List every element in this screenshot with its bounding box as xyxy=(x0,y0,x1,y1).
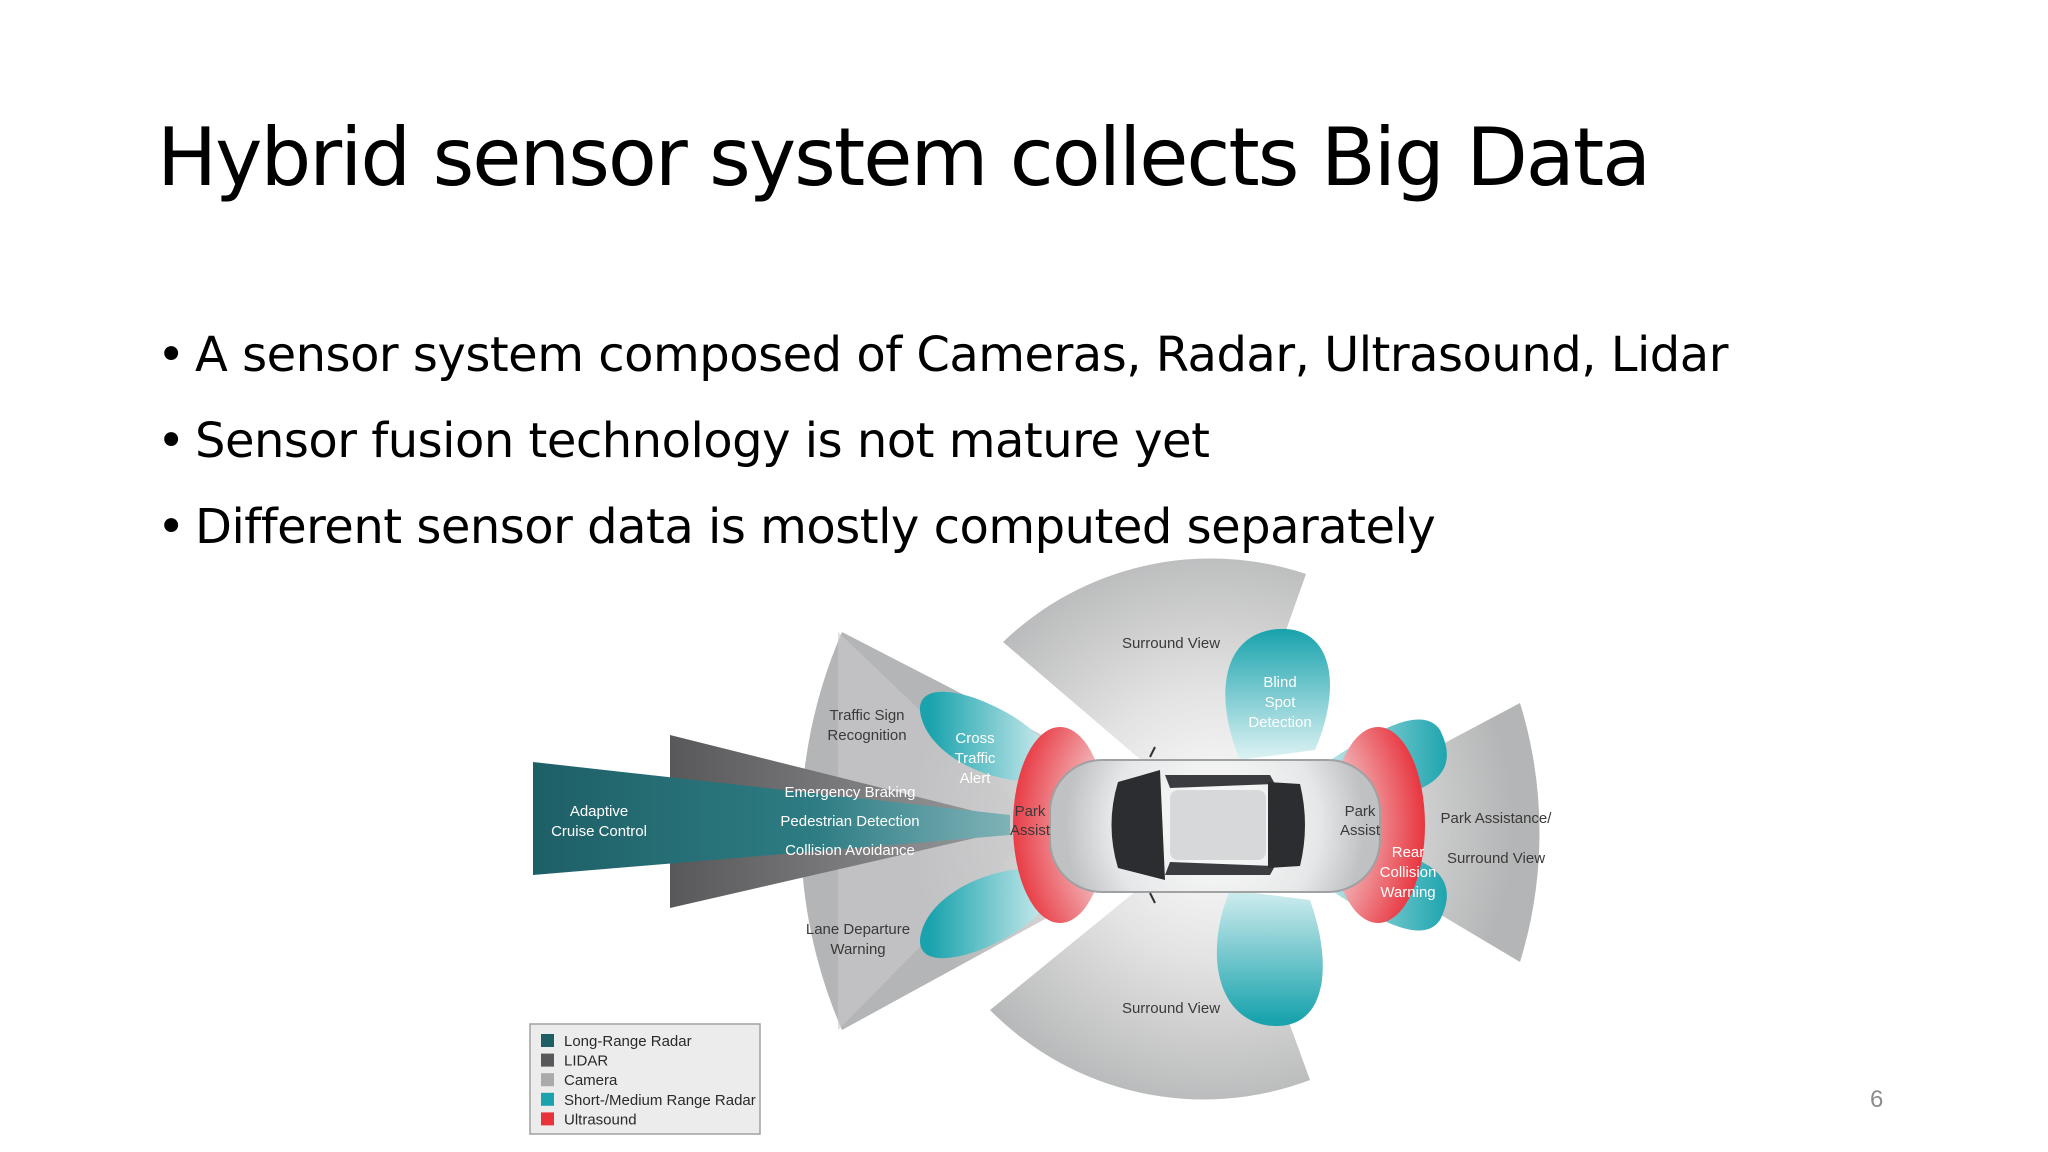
label-blind-spot: Spot xyxy=(1265,694,1297,711)
label-lane-departure: Warning xyxy=(830,941,885,958)
label-emergency-braking: Emergency Braking xyxy=(785,784,916,801)
label-park-assist-rear: Assist xyxy=(1340,822,1381,839)
bullet-list: A sensor system composed of Cameras, Rad… xyxy=(157,312,1728,570)
bullet-item: Sensor fusion technology is not mature y… xyxy=(157,398,1728,484)
camera-coverage-top xyxy=(1003,558,1306,825)
label-adaptive-cruise: Adaptive xyxy=(570,803,628,820)
legend-label: Short-/Medium Range Radar xyxy=(564,1092,756,1109)
car-top-view xyxy=(1049,746,1381,904)
label-cross-traffic: Cross xyxy=(955,730,994,747)
legend-label: Ultrasound xyxy=(564,1111,637,1128)
label-surround-view-bottom: Surround View xyxy=(1122,1000,1220,1017)
label-cross-traffic: Alert xyxy=(960,770,992,787)
label-lane-departure: Lane Departure xyxy=(806,921,910,938)
label-park-assistance: Surround View xyxy=(1447,850,1545,867)
label-rear-collision: Warning xyxy=(1380,884,1435,901)
label-adaptive-cruise: Cruise Control xyxy=(551,823,647,840)
label-park-assist-front: Park xyxy=(1015,803,1046,820)
page-number: 6 xyxy=(1870,1086,1884,1113)
bullet-item: Different sensor data is mostly computed… xyxy=(157,484,1728,570)
label-surround-view-top: Surround View xyxy=(1122,635,1220,652)
label-traffic-sign: Recognition xyxy=(827,727,906,744)
label-blind-spot: Blind xyxy=(1263,674,1296,691)
label-park-assistance: Park Assistance/ xyxy=(1441,810,1553,827)
radar-lobe-front-top xyxy=(919,691,1060,782)
radar-lobe-front-bottom xyxy=(919,868,1060,959)
label-blind-spot: Detection xyxy=(1248,714,1311,731)
bullet-item: A sensor system composed of Cameras, Rad… xyxy=(157,312,1728,398)
legend-label: Camera xyxy=(564,1072,618,1089)
legend-swatch xyxy=(541,1092,554,1106)
label-rear-collision: Rear xyxy=(1392,844,1425,861)
label-traffic-sign: Traffic Sign xyxy=(829,707,904,724)
radar-lobe-blind-spot-bottom xyxy=(1216,890,1323,1027)
slide-title: Hybrid sensor system collects Big Data xyxy=(157,111,1651,204)
label-pedestrian-detection: Pedestrian Detection xyxy=(780,813,919,830)
legend-swatch xyxy=(541,1073,554,1087)
legend-swatch xyxy=(541,1053,554,1067)
legend-swatch xyxy=(541,1034,554,1047)
legend-label: LIDAR xyxy=(564,1053,608,1070)
label-cross-traffic: Traffic xyxy=(955,750,996,767)
label-rear-collision: Collision xyxy=(1380,864,1437,881)
long-range-radar-beam xyxy=(533,762,1010,875)
label-park-assist-rear: Park xyxy=(1345,803,1376,820)
legend-label: Long-Range Radar xyxy=(564,1033,692,1050)
label-collision-avoidance: Collision Avoidance xyxy=(785,842,915,859)
legend-swatch xyxy=(541,1112,554,1126)
label-park-assist-front: Assist xyxy=(1010,822,1051,839)
radar-lobe-blind-spot-top xyxy=(1225,628,1330,760)
